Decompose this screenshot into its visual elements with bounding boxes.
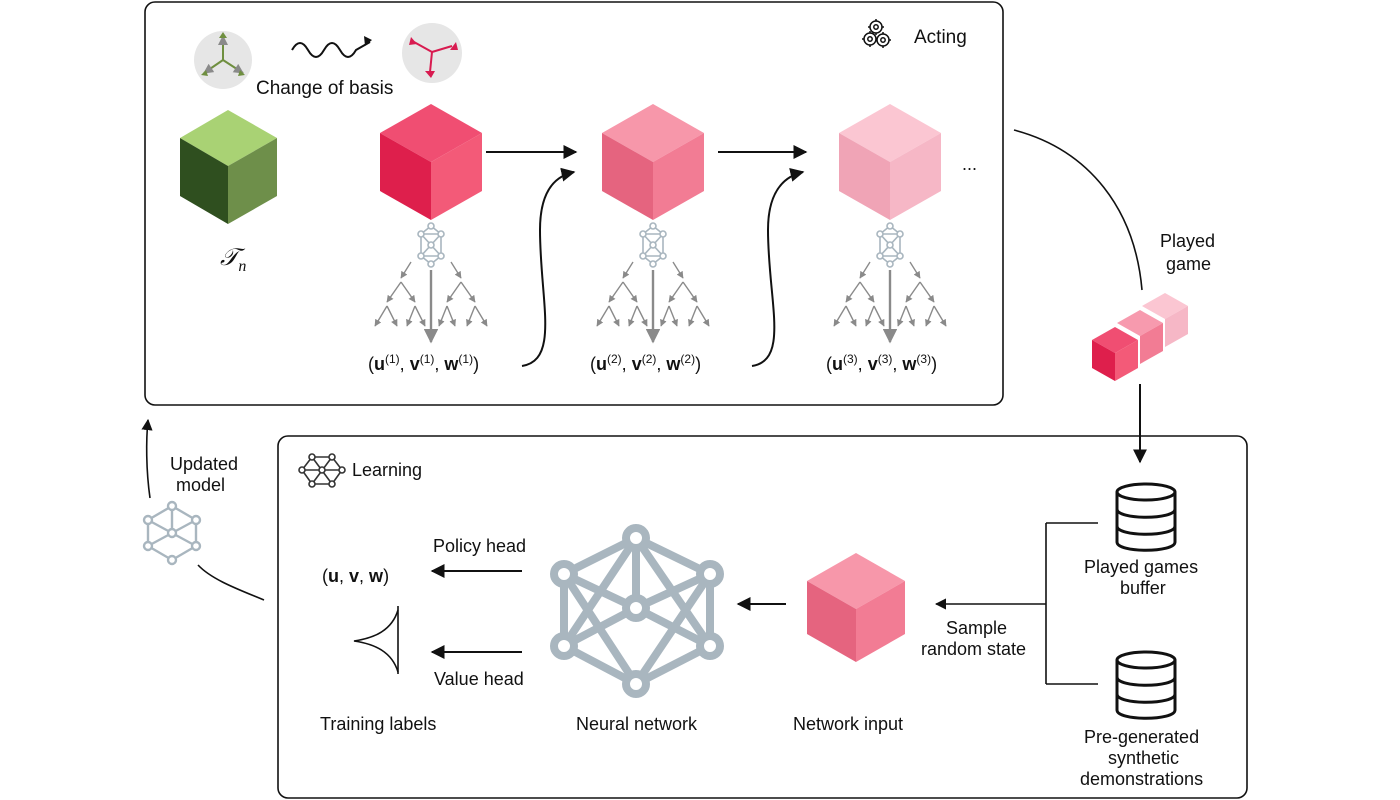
- database-icon-played: [1115, 482, 1177, 552]
- learning-panel: Learning Policy head (u, v, w) Value hea…: [277, 435, 1248, 799]
- network-input-label: Network input: [793, 714, 903, 734]
- value-head-label: Value head: [434, 669, 524, 689]
- updated-model-curve-top: [141, 418, 153, 499]
- distribution-icon: [353, 606, 399, 674]
- state-cube-2: [602, 104, 704, 220]
- played-game-cubes: [1092, 293, 1188, 381]
- updated-model-network-icon: [142, 500, 202, 566]
- played-games-buffer-1: Played games: [1084, 557, 1198, 577]
- state-cube-1: [380, 104, 482, 220]
- sample-bracket: [934, 522, 1098, 685]
- synthetic-label-1: Pre-generated: [1084, 727, 1199, 747]
- played-game-curve: [1013, 129, 1143, 291]
- played-game-label-2: game: [1166, 254, 1211, 274]
- updated-model-label-2: model: [176, 475, 225, 495]
- step-label-1: (u(1), v(1), w(1)): [368, 352, 479, 374]
- policy-head-label: Policy head: [433, 536, 526, 556]
- search-tree-1: [374, 222, 488, 344]
- synthetic-label-3: demonstrations: [1080, 769, 1203, 789]
- tensor-label: 𝒯n: [220, 245, 246, 275]
- learning-title: Learning: [352, 460, 422, 480]
- step-label-3: (u(3), v(3), w(3)): [826, 352, 937, 374]
- neural-network-icon: [550, 524, 724, 698]
- database-icon-synthetic: [1115, 650, 1177, 720]
- updated-model-label-1: Updated: [170, 454, 238, 474]
- green-tensor-cube: [180, 110, 277, 224]
- mini-network-icon: [417, 222, 445, 268]
- network-icon: [298, 453, 346, 488]
- updated-model-curve-bottom: [197, 564, 265, 601]
- ellipsis: ...: [962, 154, 977, 174]
- sample-random-state-2: random state: [921, 639, 1026, 659]
- training-labels-label: Training labels: [320, 714, 436, 734]
- state-cube-3: [839, 104, 941, 220]
- search-tree-2: [597, 223, 709, 342]
- search-tree-3: [834, 223, 946, 342]
- uvw-output: (u, v, w): [322, 566, 389, 586]
- played-games-buffer-2: buffer: [1120, 578, 1166, 598]
- curve-arrow-2: [751, 168, 805, 367]
- red-basis-icon: [402, 23, 462, 83]
- green-basis-icon: [194, 31, 252, 89]
- change-of-basis-label: Change of basis: [256, 78, 393, 99]
- sample-random-state-1: Sample: [946, 618, 1007, 638]
- step-label-2: (u(2), v(2), w(2)): [590, 352, 701, 374]
- acting-panel: Acting Change of basis: [144, 1, 1004, 406]
- curve-arrow-1: [521, 167, 576, 367]
- acting-title: Acting: [914, 27, 967, 48]
- wavy-arrow: [291, 41, 371, 58]
- neural-network-label: Neural network: [576, 714, 698, 734]
- network-input-cube: [807, 553, 905, 662]
- played-game-label-1: Played: [1160, 231, 1215, 251]
- synthetic-label-2: synthetic: [1108, 748, 1179, 768]
- gears-icon: [862, 19, 891, 48]
